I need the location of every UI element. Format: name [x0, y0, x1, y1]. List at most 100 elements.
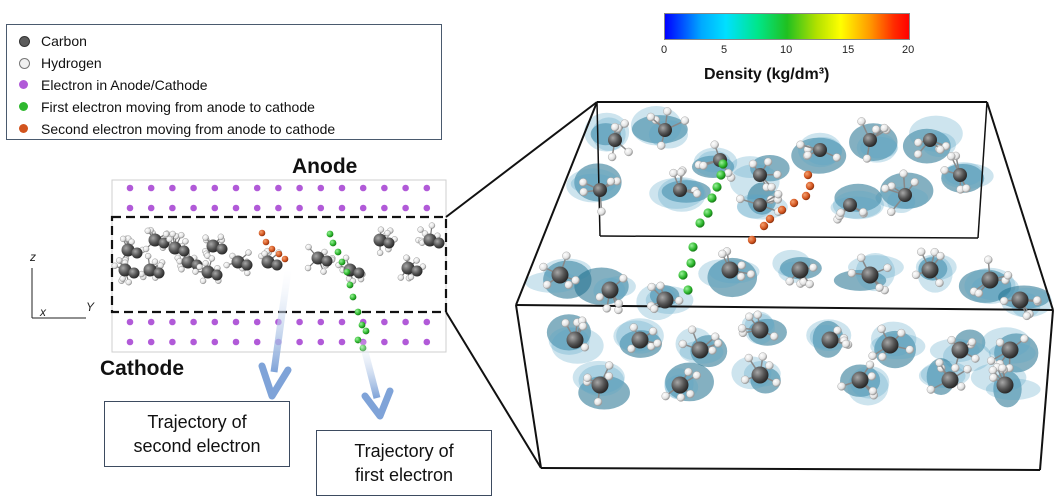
- first-electron-arrow: [358, 339, 381, 399]
- hydrogen-atom: [607, 152, 617, 162]
- carbon-atom: [143, 263, 157, 277]
- density-cloud: [909, 115, 963, 152]
- first-electron-position: [362, 327, 370, 335]
- first-electron-dot-icon: [19, 102, 28, 111]
- hydrogen-atom: [774, 190, 783, 199]
- hydrogen-atom: [403, 254, 410, 261]
- colorbar-tick: 10: [780, 44, 793, 56]
- hydrogen-atom: [847, 269, 856, 278]
- cathode-electron: [253, 318, 261, 326]
- hydrogen-atom: [947, 335, 956, 345]
- anode-electron: [232, 184, 240, 192]
- carbon-atom: [671, 376, 689, 394]
- hydrogen-atom: [887, 207, 896, 217]
- hydrogen-atom: [111, 262, 118, 270]
- carbon-atom: [168, 241, 182, 255]
- hydrogen-atom: [744, 353, 753, 363]
- first-electron-path-3d: [678, 159, 728, 295]
- hydrogen-atom: [653, 339, 662, 348]
- second-electron-trajectory-label: Trajectory of second electron: [104, 401, 290, 467]
- hydrogen-atom: [595, 292, 604, 302]
- hydrogen-atom: [417, 226, 424, 233]
- hydrogen-atom: [657, 141, 666, 150]
- carbon-atom: [321, 255, 333, 267]
- hydrogen-atom: [182, 238, 189, 245]
- carbon-atom: [1001, 341, 1019, 359]
- hydrogen-atom: [692, 371, 701, 380]
- first-electron-position: [686, 258, 696, 268]
- anode-electron: [232, 204, 240, 212]
- hydrogen-atom: [202, 260, 209, 267]
- anode-electron: [275, 184, 282, 192]
- second-electron-position: [777, 205, 787, 215]
- hydrogen-atom: [656, 281, 665, 291]
- carbon-atom: [1011, 291, 1029, 309]
- carbon-atom: [211, 269, 223, 281]
- first-electron-position: [683, 285, 693, 295]
- hydrogen-atom: [770, 332, 779, 341]
- hydrogen-atom: [858, 207, 868, 217]
- carbon-atom: [551, 266, 569, 284]
- cathode-electron: [147, 318, 155, 326]
- hydrogen-atom: [836, 208, 845, 217]
- hydrogen-atom: [629, 323, 638, 332]
- legend-label: Second electron moving from anode to cat…: [41, 121, 336, 137]
- legend-label: Hydrogen: [41, 55, 102, 71]
- cathode-electron: [338, 338, 346, 346]
- carbon-atom: [231, 255, 245, 269]
- hydrogen-atom: [868, 351, 877, 361]
- anode-electron: [211, 204, 219, 212]
- anode-electron: [147, 184, 155, 192]
- carbon-atom: [751, 321, 769, 339]
- first-electron-position: [712, 182, 722, 192]
- first-electron-position: [716, 170, 726, 180]
- hydrogen-atom: [602, 304, 612, 313]
- hydrogen-atom: [967, 337, 977, 347]
- carbon-atom: [941, 371, 959, 389]
- axis-y-label: Y: [86, 300, 95, 314]
- hydrogen-atom: [833, 326, 842, 335]
- carbon-atom: [121, 243, 135, 257]
- carbon-atom: [433, 237, 445, 249]
- hydrogen-atom: [692, 189, 702, 198]
- carbon-atom: [353, 267, 365, 279]
- second-electron-dot-icon: [19, 124, 28, 133]
- hydrogen-atom: [984, 255, 993, 264]
- second-electron-position: [759, 221, 769, 231]
- hydrogen-atom: [223, 261, 230, 269]
- first-electron-position: [707, 193, 717, 203]
- hydrogen-atom: [956, 382, 966, 391]
- anode-electron: [402, 184, 409, 192]
- density-cloud: [578, 375, 630, 410]
- label-line: first electron: [354, 465, 454, 485]
- hydrogen-atom: [115, 257, 123, 264]
- hydrogen-atom: [169, 230, 176, 238]
- hydrogen-atom: [857, 253, 866, 263]
- hydrogen-atom: [940, 166, 949, 175]
- first-electron-trajectory-label: Trajectory of first electron: [316, 430, 492, 496]
- cathode-electron: [147, 338, 155, 346]
- cathode-electron: [232, 318, 240, 326]
- hydrogen-atom: [606, 177, 616, 186]
- hydrogen-atom: [199, 277, 207, 285]
- hydrogen-atom: [674, 296, 684, 305]
- anode-electron: [190, 184, 197, 192]
- anode-electron: [190, 204, 197, 212]
- carbon-atom: [721, 261, 739, 279]
- hydrogen-atom: [321, 248, 328, 256]
- first-electron-position: [703, 208, 713, 218]
- hydrogen-atom: [119, 235, 127, 243]
- hydrogen-atom: [805, 279, 814, 289]
- first-electron-position: [329, 239, 337, 247]
- carbon-atom: [181, 255, 195, 269]
- legend-label: Electron in Anode/Cathode: [41, 77, 208, 93]
- axis-z-label: z: [30, 250, 36, 264]
- hydrogen-atom: [377, 226, 385, 233]
- anode-electron: [296, 184, 303, 192]
- hydrogen-atom: [718, 249, 727, 259]
- cathode-electron: [402, 338, 409, 346]
- hydrogen-atom: [763, 157, 773, 167]
- hydrogen-atom: [736, 194, 745, 204]
- carbon-atom: [201, 265, 215, 279]
- hydrogen-atom: [428, 222, 436, 229]
